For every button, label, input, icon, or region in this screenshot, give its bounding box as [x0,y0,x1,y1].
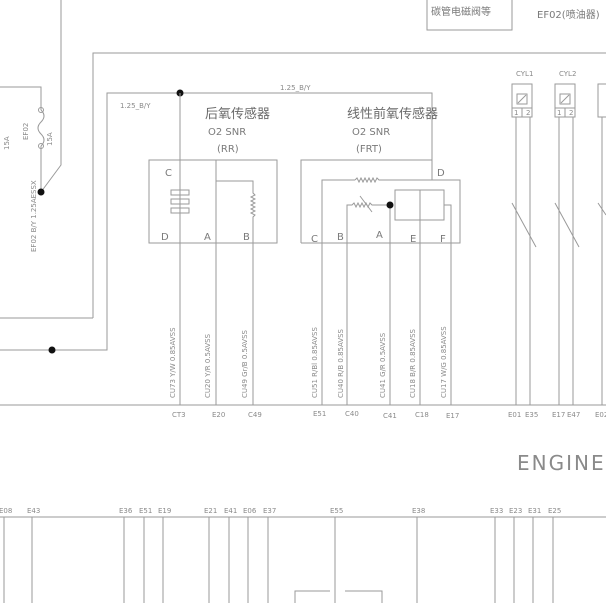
fuse-wire-label: EF02 B/Y 1.25AESSX [30,180,38,252]
wire-label: CU49 Gr/B 0.5AVSS [241,329,249,398]
pin-d: D [437,168,445,179]
wire-label-top: 1.25_B/Y [280,84,311,92]
front-sensor-title: 线性前氧传感器 [347,106,438,122]
terminal-label: E25 [548,507,561,515]
front-o2-sensor: 线性前氧传感器 O2 SNR (FRT) D C B A E F [300,106,461,405]
terminal-label: E38 [412,507,425,515]
terminal-label: E51 [313,410,326,418]
injector-name: CYL1 [516,70,533,78]
top-component-box: 碳管电磁阀等 [426,0,513,31]
junction-dot [37,188,45,196]
ef02-label: EF02(喷油器) [537,8,600,21]
terminal-label: E35 [525,411,538,419]
terminal-label: C18 [415,411,429,419]
pin-a: A [204,232,211,243]
wire-label: CU41 G/R 0.5AVSS [379,332,387,398]
terminal-label: E36 [119,507,133,515]
wire-label: CU20 Y/R 0.5AVSS [204,333,212,398]
wire-label: CU18 B/R 0.85AVSS [409,328,417,398]
resistor-icon [354,176,380,184]
terminal-label: E37 [263,507,276,515]
resistor-icon [215,160,257,405]
fuse-rating-left: 15A [3,136,11,150]
pin-2: 2 [569,109,573,117]
terminal-label: E17 [446,412,459,420]
terminal-label: C49 [248,411,262,419]
terminal-label: E31 [528,507,541,515]
terminal-label: E02 [595,411,606,419]
terminal-label: E55 [330,507,343,515]
pin-1: 1 [557,109,561,117]
top-box-label: 碳管电磁阀等 [431,5,491,18]
terminal-label: E19 [158,507,171,515]
pin-2: 2 [526,109,530,117]
fuse-icon [37,109,45,147]
pin-b: B [243,232,250,243]
pin-f: F [440,234,446,245]
bottom-component-box [294,590,383,603]
fuse-rating: 15A [46,132,54,146]
terminal-label: C41 [383,412,397,420]
wire-label: CU17 W/G 0.85AVSS [440,326,448,398]
terminal-label: E06 [243,507,257,515]
rear-sensor-position: (RR) [217,144,239,155]
rear-sensor-title: 后氧传感器 [205,106,270,122]
wire-label: CU73 Y/W 0.85AVSS [169,327,177,398]
pin-1: 1 [514,109,518,117]
injector-coil-icon [516,93,528,105]
fuse-circuit: EF02 15A 15A EF02 B/Y 1.25AESSX [0,0,62,252]
terminal-label: E17 [552,411,565,419]
junction-dot [48,346,56,354]
wire-label: CU51 R/Bl 0.85AVSS [311,327,319,398]
wire-label: CU40 R/B 0.85AVSS [337,328,345,398]
terminal-label: E20 [212,411,225,419]
pin-b: B [337,232,344,243]
front-sensor-model: O2 SNR [352,127,390,138]
injector-coil-icon [559,93,571,105]
mid-terminals: CT3 E20 C49 E51 C40 C41 C18 E17 E01 E35 … [172,410,606,420]
variable-resistor-icon [346,195,390,405]
terminal-label: E23 [509,507,522,515]
rear-sensor-model: O2 SNR [208,127,246,138]
terminal-label: E47 [567,411,580,419]
terminal-label: E41 [224,507,237,515]
fuse-name: EF02 [22,123,30,140]
terminal-label: C40 [345,410,359,418]
wire-labels: CU73 Y/W 0.85AVSS CU20 Y/R 0.5AVSS CU49 … [169,326,448,398]
rear-o2-sensor: 后氧传感器 O2 SNR (RR) C D A B [148,93,278,405]
heater-icon [170,189,190,214]
terminal-label: E08 [0,507,12,515]
terminal-label: CT3 [172,411,186,419]
pin-c: C [311,234,318,245]
terminal-label: E01 [508,411,521,419]
injector-cyl1: CYL1 1 2 [511,70,537,405]
pin-c: C [165,168,172,179]
injector-name: CYL2 [559,70,576,78]
terminal-label: E51 [139,507,152,515]
terminal-label: E21 [204,507,217,515]
front-sensor-position: (FRT) [356,144,382,155]
injector-cyl3-partial [597,83,606,405]
section-title: ENGINE E [517,451,606,475]
junction-dot [386,201,394,209]
pin-e: E [410,234,416,245]
pin-d: D [161,232,169,243]
terminal-label: E33 [490,507,503,515]
injector-cyl2: CYL2 1 2 [554,70,580,405]
pin-a: A [376,230,383,241]
bottom-terminals: E08 E43 E36 E51 E19 E21 E41 E06 E37 E55 E38 E33 E23 E… [0,507,561,603]
wire-label-left: 1.25_B/Y [120,102,151,110]
terminal-label: E43 [27,507,40,515]
